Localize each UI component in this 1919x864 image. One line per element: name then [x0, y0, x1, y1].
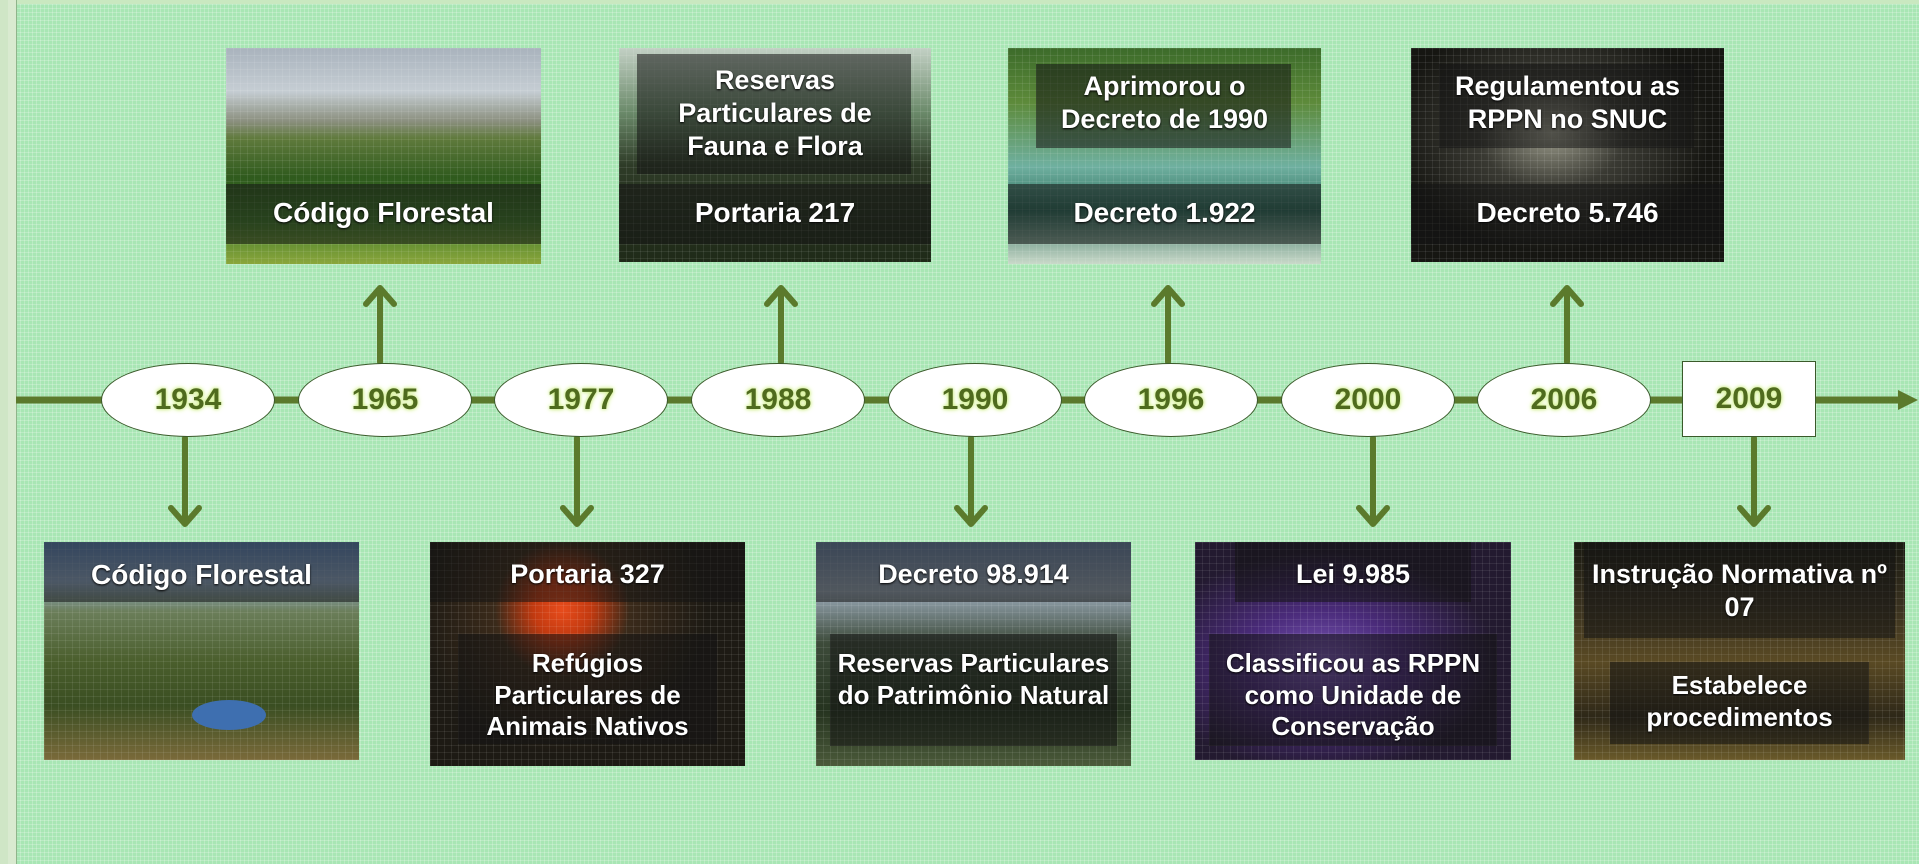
card-2006-decreto-5746: Regulamentou as RPPN no SNUC Decreto 5.7…: [1411, 48, 1724, 262]
arrow-down-1990-head: [954, 505, 988, 527]
label-band: [226, 184, 541, 244]
card-title: Código Florestal: [91, 559, 312, 590]
timeline-arrowhead: [1898, 390, 1918, 410]
label-band: [1610, 662, 1869, 744]
slide-top-edge: [8, 0, 1919, 4]
arrow-down-2000-head: [1356, 505, 1390, 527]
arrow-up-2006-head: [1550, 285, 1584, 307]
card-2009-instrucao-normativa: Instrução Normativa nº 07 Estabelece pro…: [1574, 542, 1905, 760]
title-band: [430, 542, 745, 602]
card-1965-codigo-florestal: Código Florestal: [226, 48, 541, 264]
label-band: [1411, 184, 1724, 244]
year-node-1977: 1977: [494, 363, 668, 437]
year-node-1934: 1934: [101, 363, 275, 437]
title-band: [1439, 64, 1694, 148]
arrow-up-1996-head: [1151, 285, 1185, 307]
arrow-down-2009-head: [1737, 505, 1771, 527]
card-label: Refúgios Particulares de Animais Nativos: [486, 648, 689, 742]
card-2000-lei-9985: Lei 9.985 Classificou as RPPN como Unida…: [1195, 542, 1511, 760]
card-1977-portaria-327: Portaria 327 Refúgios Particulares de An…: [430, 542, 745, 766]
label-band: [458, 634, 717, 744]
title-band: [637, 54, 911, 174]
title-band: [44, 542, 359, 602]
card-1990-decreto-98914: Decreto 98.914 Reservas Particulares do …: [816, 542, 1131, 766]
year-node-2006: 2006: [1477, 363, 1651, 437]
arrow-up-1988-head: [764, 285, 798, 307]
arrow-down-1977-head: [560, 505, 594, 527]
lake-shape: [192, 700, 266, 730]
year-node-1990: 1990: [888, 363, 1062, 437]
arrow-up-1965-head: [363, 285, 397, 307]
title-band: [1036, 64, 1291, 148]
arrow-down-1934-head: [168, 505, 202, 527]
slide-left-edge: [8, 0, 17, 864]
year-node-1988: 1988: [691, 363, 865, 437]
card-label: Decreto 1.922: [1073, 197, 1256, 228]
card-1934-codigo-florestal: Código Florestal: [44, 542, 359, 760]
card-label: Classificou as RPPN como Unidade de Cons…: [1225, 648, 1481, 742]
card-1988-portaria-217: Reservas Particulares de Fauna e Flora P…: [619, 48, 931, 262]
card-title: Aprimorou o Decreto de 1990: [1060, 71, 1269, 134]
label-band: [830, 634, 1117, 746]
label-band: [1008, 184, 1321, 244]
year-node-1996: 1996: [1084, 363, 1258, 437]
card-label: Código Florestal: [273, 197, 494, 228]
card-label: Estabelece procedimentos: [1646, 670, 1833, 732]
card-label: Decreto 5.746: [1476, 197, 1659, 228]
year-node-2009: 2009: [1682, 361, 1816, 437]
card-label: Reservas Particulares do Patrimônio Natu…: [837, 648, 1110, 710]
card-title: Decreto 98.914: [878, 559, 1069, 589]
card-title: Reservas Particulares de Fauna e Flora: [678, 65, 872, 161]
card-title: Portaria 327: [510, 559, 665, 589]
label-band: [1209, 634, 1497, 746]
title-band: [816, 542, 1131, 602]
year-node-1965: 1965: [298, 363, 472, 437]
title-band: [1584, 542, 1895, 638]
card-label: Portaria 217: [694, 197, 856, 228]
title-band: [1235, 542, 1471, 602]
card-1996-decreto-1922: Aprimorou o Decreto de 1990 Decreto 1.92…: [1008, 48, 1321, 264]
year-node-2000: 2000: [1281, 363, 1455, 437]
label-band: [619, 184, 931, 244]
card-title: Regulamentou as RPPN no SNUC: [1454, 71, 1681, 134]
card-title: Instrução Normativa nº 07: [1592, 559, 1887, 622]
card-title: Lei 9.985: [1295, 559, 1411, 589]
